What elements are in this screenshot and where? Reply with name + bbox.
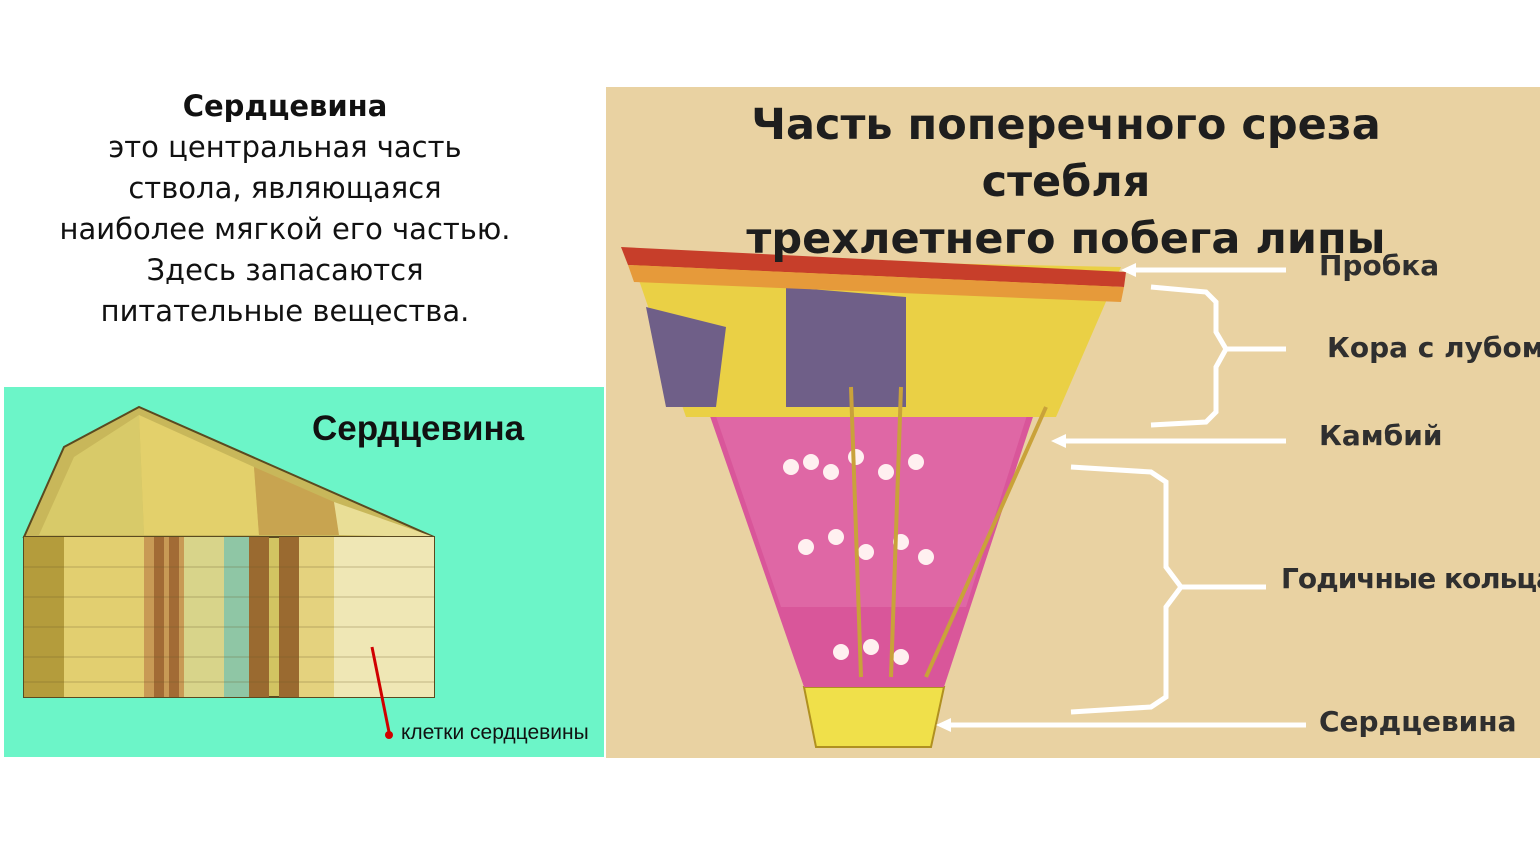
- diagram-title-line: Часть поперечного среза стебля: [751, 100, 1381, 207]
- cross-section-illustration: [621, 247, 1306, 748]
- definition-text: Сердцевина это центральная часть ствола,…: [30, 86, 540, 332]
- definition-line: Здесь запасаются: [146, 253, 424, 287]
- label-annual-rings: Годичные кольца: [1281, 562, 1540, 595]
- diagram-title-line: трехлетнего побега липы: [746, 214, 1386, 264]
- definition-line: наиболее мягкой его частью.: [59, 212, 511, 246]
- label-cambium: Камбий: [1319, 419, 1443, 452]
- panel-title: Сердцевина: [312, 409, 525, 448]
- label-bark: Кора с лубом: [1327, 331, 1540, 364]
- label-cork: Пробка: [1319, 249, 1440, 282]
- definition-title: Сердцевина: [182, 89, 388, 123]
- label-pith: Сердцевина: [1319, 705, 1517, 738]
- trunk-block-panel: Сердцевина клетки сердцевины: [4, 387, 604, 757]
- definition-line: это центральная часть: [108, 130, 462, 164]
- trunk-block-illustration: [22, 405, 435, 739]
- stem-cross-section-panel: Часть поперечного среза стебля трехлетне…: [606, 87, 1540, 758]
- definition-line: питательные вещества.: [100, 294, 470, 328]
- definition-line: ствола, являющаяся: [128, 171, 442, 205]
- pith-cells-caption: клетки сердцевины: [401, 721, 589, 744]
- diagram-title: Часть поперечного среза стебля трехлетне…: [666, 97, 1466, 268]
